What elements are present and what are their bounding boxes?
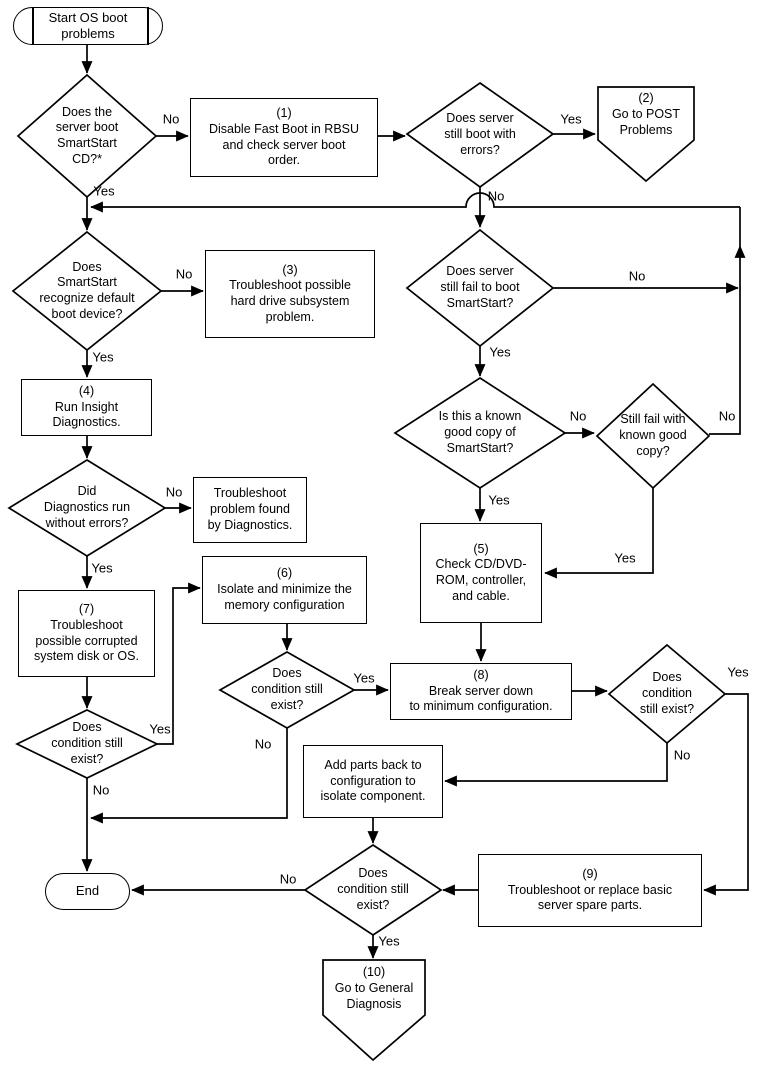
edge-stillfail-yes	[544, 488, 654, 579]
diamond-condition-bottom	[303, 843, 443, 937]
edge-label-failboot-no: No	[628, 268, 646, 284]
offpage-post-problems	[597, 86, 695, 183]
edge-label-booterrors-yes: Yes	[560, 111, 582, 127]
start-terminator: Start OS boot problems	[13, 7, 163, 45]
diamond-known-good-copy	[393, 376, 567, 490]
diamond-boot-smartstart-cd	[16, 73, 158, 199]
offpage-general-diagnosis	[322, 959, 426, 1062]
decision-diagnostics-run-label: Did Diagnostics run without errors?	[43, 484, 131, 530]
edge-label-condmid-no: No	[254, 736, 272, 752]
offpage-general-diagnosis-label: (10) Go to General Diagnosis	[334, 965, 414, 1011]
decision-condition-right-label: Does condition still exist?	[639, 670, 695, 716]
edge-label-condleft-yes: Yes	[149, 721, 171, 737]
edge-label-knowncopy-no: No	[569, 408, 587, 424]
decision-fail-to-boot-label: Does server still fail to boot SmartStar…	[440, 264, 520, 310]
decision-recognize-boot-device-label: Does SmartStart recognize default boot d…	[39, 259, 135, 321]
edge-label-bootcd-no: No	[162, 111, 180, 127]
process-troubleshoot-spare-parts: (9) Troubleshoot or replace basic server…	[478, 854, 702, 927]
diamond-recognize-boot-device	[11, 230, 163, 352]
edge-label-condleft-no: No	[92, 782, 110, 798]
decision-condition-bottom-label: Does condition still exist?	[337, 866, 409, 912]
process-troubleshoot-hard-drive: (3) Troubleshoot possible hard drive sub…	[205, 250, 375, 338]
diamond-condition-mid	[218, 651, 356, 729]
process-disable-fast-boot: (1) Disable Fast Boot in RBSU and check …	[190, 98, 378, 177]
edge-label-diagrun-yes: Yes	[91, 560, 113, 576]
edge-condleft-yes	[157, 582, 201, 745]
decision-known-good-copy-label: Is this a known good copy of SmartStart?	[438, 409, 522, 455]
diamond-still-fail-known-copy	[595, 382, 711, 490]
edge-label-stillfail-yes: Yes	[614, 550, 636, 566]
offpage-post-problems-label: (2) Go to POST Problems	[611, 91, 681, 137]
process-isolate-memory-config: (6) Isolate and minimize the memory conf…	[202, 556, 367, 624]
decision-boot-smartstart-cd-label: Does the server boot SmartStart CD?*	[55, 104, 119, 166]
start-label: Start OS boot problems	[48, 9, 128, 41]
edge-label-condmid-yes: Yes	[353, 670, 375, 686]
edge-return-top-horizontal	[90, 192, 740, 213]
edge-label-booterrors-no: No	[487, 188, 505, 204]
edge-label-condbottom-yes: Yes	[378, 933, 400, 949]
process-add-parts-back: Add parts back to configuration to isola…	[303, 745, 443, 818]
diamond-condition-left	[15, 709, 159, 779]
process-check-cd-dvd-rom: (5) Check CD/DVD- ROM, controller, and c…	[420, 523, 542, 623]
diamond-diagnostics-run	[7, 459, 167, 557]
decision-still-fail-known-copy-label: Still fail with known good copy?	[619, 412, 687, 458]
edge-label-failboot-yes: Yes	[489, 344, 511, 360]
decision-condition-left-label: Does condition still exist?	[51, 720, 123, 766]
edge-label-recognize-no: No	[175, 266, 193, 282]
process-run-insight-diagnostics: (4) Run Insight Diagnostics.	[21, 379, 152, 436]
edge-condmid-no	[90, 728, 288, 824]
connectors	[81, 45, 749, 959]
edge-label-condright-no: No	[673, 747, 691, 763]
end-terminator: End	[45, 873, 130, 910]
edge-stillfail-no-up	[709, 245, 746, 435]
decision-shapes	[7, 73, 727, 1062]
diamond-condition-right	[607, 643, 727, 745]
process-troubleshoot-corrupted-disk: (7) Troubleshoot possible corrupted syst…	[18, 590, 155, 677]
process-break-server-down: (8) Break server down to minimum configu…	[390, 663, 572, 720]
diamond-boot-with-errors	[405, 81, 555, 189]
edge-label-bootcd-yes: Yes	[93, 183, 115, 199]
edge-condright-no	[444, 743, 668, 787]
edge-label-stillfail-no: No	[718, 408, 736, 424]
process-troubleshoot-diagnostics-problem: Troubleshoot problem found by Diagnostic…	[193, 477, 307, 543]
diamond-fail-to-boot	[405, 228, 555, 348]
edge-label-recognize-yes: Yes	[92, 349, 114, 365]
decision-condition-mid-label: Does condition still exist?	[251, 666, 323, 712]
edge-label-condbottom-no: No	[279, 871, 297, 887]
terminator-inner-line-right	[147, 7, 149, 45]
decision-boot-with-errors-label: Does server still boot with errors?	[444, 111, 516, 157]
edge-label-knowncopy-yes: Yes	[488, 492, 510, 508]
edge-label-condright-yes: Yes	[727, 664, 749, 680]
edge-condright-yes	[703, 693, 749, 896]
terminator-inner-line-left	[32, 7, 34, 45]
edge-label-diagrun-no: No	[165, 484, 183, 500]
